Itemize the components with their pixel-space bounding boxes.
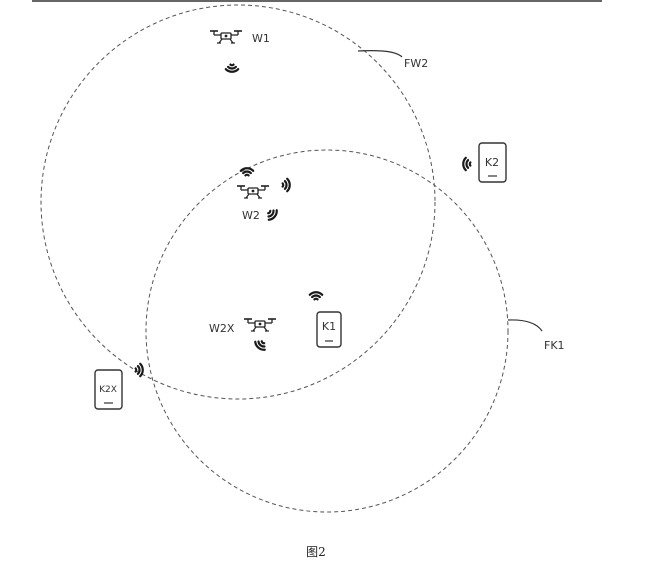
label-k2: K2 [485,156,499,169]
w1-wifi-signal-icon [224,63,240,73]
label-w1: W1 [252,32,270,45]
w2-wifi-down-right-icon [264,206,280,223]
label-w2: W2 [242,209,260,222]
terminal-k1-tablet-icon [316,311,342,348]
terminal-k2-tablet-icon [478,142,507,183]
label-k1: K1 [322,320,336,333]
label-fw2: FW2 [404,57,428,70]
w2-wifi-up-icon [239,167,255,177]
fw2-leader-line [357,50,403,58]
k2-wifi-signal-icon [462,156,472,172]
coverage-zone-fw2 [40,4,436,400]
label-fk1: FK1 [544,339,565,352]
drone-w2-icon [236,185,270,199]
label-k2x: K2X [99,385,117,395]
k1-wifi-signal-icon [308,291,324,301]
drone-w1-icon [209,30,243,44]
coverage-zone-fk1 [145,149,509,513]
label-w2x: W2X [209,322,235,335]
drone-w2x-icon [243,318,277,332]
w2-wifi-right-icon [281,177,291,193]
w2x-wifi-signal-icon [252,337,269,353]
k2x-wifi-signal-icon [134,362,144,378]
terminal-k2x-tablet-icon [94,369,123,410]
figure-caption: 图2 [306,545,326,559]
fk1-leader-line [507,319,543,332]
